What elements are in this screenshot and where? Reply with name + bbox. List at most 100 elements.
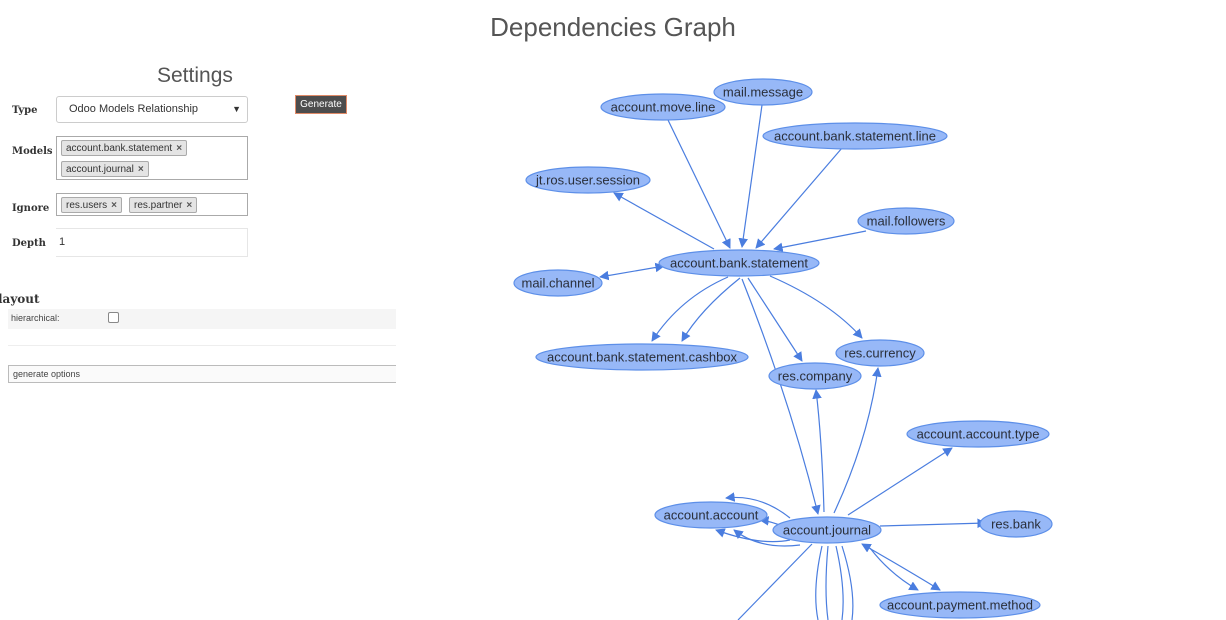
graph-edge [841, 545, 854, 620]
graph-edge [835, 545, 844, 620]
graph-node[interactable]: mail.channel [513, 269, 603, 297]
graph-node-label: jt.ros.user.session [535, 173, 640, 188]
type-select-value: Odoo Models Relationship [69, 103, 199, 115]
graph-edge [815, 545, 823, 620]
graph-edge [879, 518, 987, 529]
hierarchical-row: hierarchical: [8, 309, 396, 329]
depth-label: Depth [12, 238, 46, 249]
hierarchical-label: hierarchical: [11, 313, 60, 323]
page-title: Dependencies Graph [490, 12, 736, 42]
graph-edge [769, 275, 863, 339]
close-icon[interactable]: × [176, 143, 183, 154]
model-tag: account.journal× [61, 161, 149, 177]
graph-node-shape [768, 362, 862, 390]
graph-edge [613, 192, 715, 250]
graph-edge [773, 230, 867, 253]
graph-node-shape [979, 510, 1053, 538]
graph-node-label: account.account [664, 508, 759, 523]
layout-heading: layout [0, 292, 40, 306]
graph-node-label: mail.channel [522, 276, 595, 291]
graph-edge [741, 278, 821, 515]
graph-edges [599, 104, 987, 620]
graph-node-shape [857, 207, 955, 235]
graph-node-shape [713, 78, 813, 106]
graph-node-label: account.journal [783, 523, 871, 538]
graph-edge [833, 367, 882, 514]
graph-edge [755, 147, 843, 249]
graph-node-label: res.bank [991, 517, 1041, 532]
graph-node[interactable]: account.journal [772, 516, 882, 544]
graph-node-label: account.payment.method [887, 598, 1033, 613]
depth-input[interactable]: 1 [56, 228, 248, 257]
graph-node[interactable]: account.bank.statement.cashbox [535, 343, 749, 371]
graph-edge [725, 492, 791, 519]
settings-title: Settings [157, 64, 233, 87]
graph-node[interactable]: account.payment.method [879, 591, 1041, 619]
graph-node-shape [654, 501, 768, 529]
graph-node-shape [600, 93, 726, 121]
model-tag-label: account.journal [66, 164, 134, 175]
graph-edge [667, 119, 731, 249]
graph-edge [737, 543, 813, 620]
graph-node-label: account.bank.statement.cashbox [547, 350, 738, 365]
graph-node-shape [658, 249, 820, 277]
graph-node-shape [525, 166, 651, 194]
graph-node-shape [513, 269, 603, 297]
graph-edge [825, 545, 829, 620]
graph-edge [733, 529, 801, 547]
graph-node[interactable]: account.move.line [600, 93, 726, 121]
graph-node-label: account.bank.statement [670, 256, 808, 271]
graph-node-shape [762, 122, 948, 150]
close-icon[interactable]: × [186, 200, 193, 211]
graph-node[interactable]: res.currency [835, 339, 925, 367]
graph-node-shape [906, 420, 1050, 448]
models-input[interactable]: account.bank.statement× account.journal× [56, 136, 248, 180]
close-icon[interactable]: × [137, 164, 144, 175]
graph-edge [715, 528, 791, 543]
generate-button[interactable]: Generate [295, 95, 347, 114]
graph-node[interactable]: res.company [768, 362, 862, 390]
ignore-tag-label: res.users [66, 200, 108, 211]
graph-edge [869, 547, 919, 591]
graph-node-label: res.currency [844, 346, 916, 361]
graph-edge [747, 277, 803, 362]
hierarchical-checkbox[interactable] [108, 312, 119, 323]
graph-node[interactable]: account.account.type [906, 420, 1050, 448]
type-label: Type [12, 105, 38, 116]
graph-node-shape [879, 591, 1041, 619]
graph-edge [738, 104, 763, 248]
close-icon[interactable]: × [111, 200, 117, 211]
graph-node[interactable]: mail.followers [857, 207, 955, 235]
ignore-tag: res.users× [61, 197, 122, 213]
graph-node[interactable]: account.bank.statement [658, 249, 820, 277]
graph-node[interactable]: account.bank.statement.line [762, 122, 948, 150]
graph-node[interactable]: mail.message [713, 78, 813, 106]
graph-node-shape [772, 516, 882, 544]
graph-edge [651, 276, 729, 342]
graph-node-shape [835, 339, 925, 367]
ignore-label: Ignore [12, 203, 50, 214]
graph-node-shape [535, 343, 749, 371]
type-select[interactable]: Odoo Models Relationship ▼ [56, 96, 248, 123]
ignore-input[interactable]: res.users× res.partner× [56, 193, 248, 216]
graph-node[interactable]: res.bank [979, 510, 1053, 538]
graph-edge [847, 447, 953, 516]
generate-options-button[interactable]: generate options [8, 365, 396, 383]
graph-node[interactable]: account.account [654, 501, 768, 529]
ignore-tag: res.partner× [129, 197, 198, 213]
models-label: Models [12, 146, 53, 157]
graph-node[interactable]: jt.ros.user.session [525, 166, 651, 194]
model-tag: account.bank.statement× [61, 140, 188, 156]
graph-node-label: res.company [778, 369, 853, 384]
chevron-down-icon: ▼ [232, 104, 241, 114]
graph-edge [861, 543, 941, 591]
graph-edge [812, 389, 825, 513]
ignore-tag-label: res.partner [134, 200, 183, 211]
graph-edge [599, 262, 665, 281]
divider [8, 345, 396, 346]
graph-edge [681, 277, 741, 342]
graph-node-label: mail.message [723, 85, 803, 100]
model-tag-label: account.bank.statement [66, 143, 173, 154]
